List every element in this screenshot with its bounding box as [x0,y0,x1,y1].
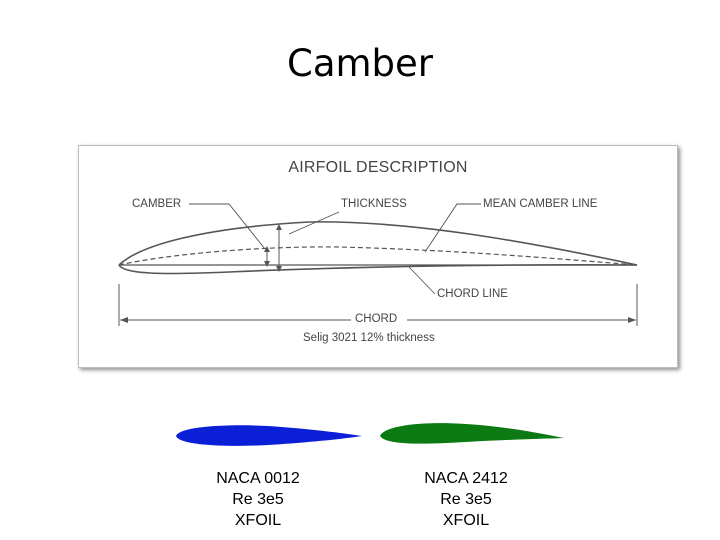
mean-camber-leader [424,203,481,253]
naca-2412-solver: XFOIL [442,512,490,529]
naca-0012-name: NACA 0012 [216,470,300,487]
thickness-label: THICKNESS [341,198,407,210]
airfoil-upper-surface [118,221,638,266]
chord-label: CHORD [355,313,398,325]
thickness-leader [288,211,340,235]
camber-leader [189,203,266,250]
mean-camber-line [118,246,638,266]
figure-title: AIRFOIL DESCRIPTION [288,159,468,176]
chord-line-label: CHORD LINE [437,288,508,300]
mean-camber-line-label: MEAN CAMBER LINE [483,198,598,210]
naca-0012-caption: NACA 0012 Re 3e5 XFOIL [196,468,320,531]
naca-2412-foil-shape [380,423,564,444]
airfoil-description-figure: AIRFOIL DESCRIPTION CAMBER THICKNESS MEA… [78,145,678,368]
naca-2412-caption: NACA 2412 Re 3e5 XFOIL [404,468,528,531]
slide-title: Camber [286,42,433,85]
naca-2412-reynolds: Re 3e5 [440,491,492,508]
airfoil-diagram [118,203,638,326]
chord-line-leader [408,266,436,295]
naca-0012-foil-shape [176,425,362,446]
naca-2412-name: NACA 2412 [424,470,508,487]
figure-caption: Selig 3021 12% thickness [303,332,435,344]
naca-0012-reynolds: Re 3e5 [232,491,284,508]
naca-0012-solver: XFOIL [234,512,282,529]
camber-label: CAMBER [132,198,182,210]
